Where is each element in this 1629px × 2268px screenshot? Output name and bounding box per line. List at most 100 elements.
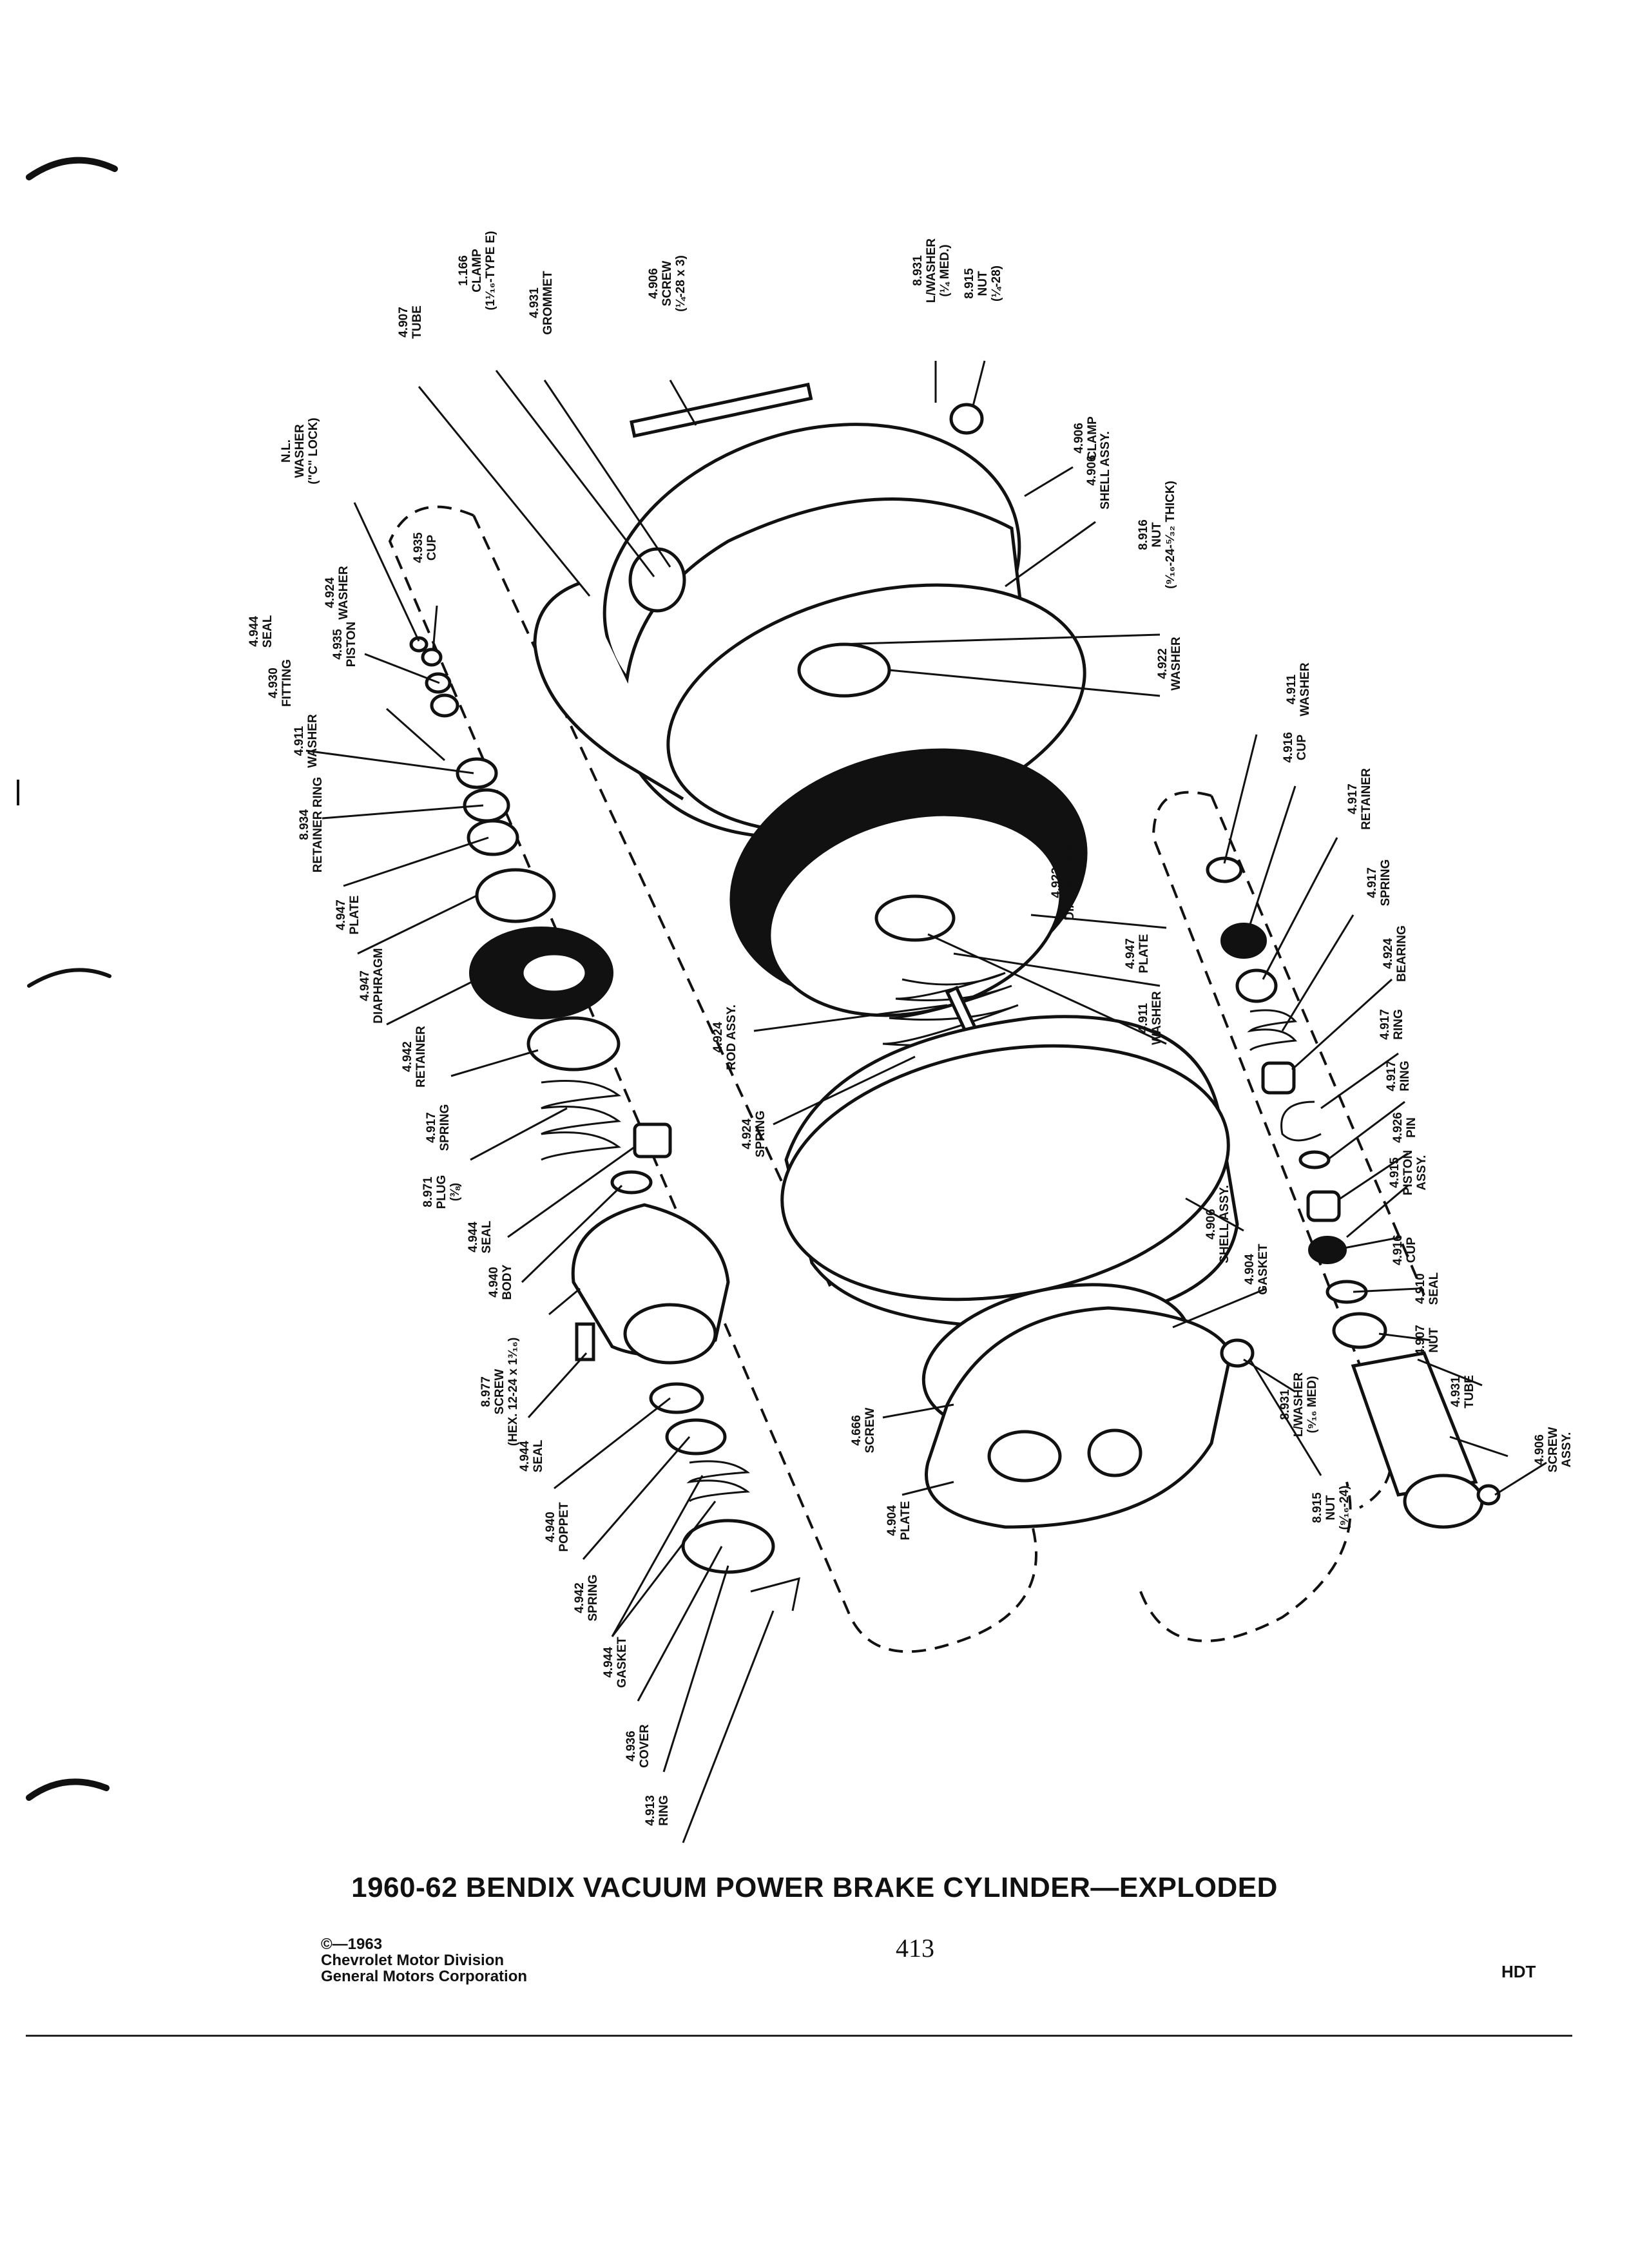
callout-text: 4.911 xyxy=(1137,1003,1150,1033)
callout-text: RETAINER xyxy=(414,1026,428,1088)
page-number: 413 xyxy=(896,1934,934,1963)
callout-text: (¼ MED.) xyxy=(938,244,952,296)
callout-text: DIAPHRAGM xyxy=(372,948,385,1023)
callout-text: WASHER xyxy=(1170,637,1183,691)
callout-text: GROMMET xyxy=(541,271,555,335)
callout-text: WASHER xyxy=(337,566,351,620)
callout-text: (HEX. 12-24 x 1³⁄₁₆) xyxy=(506,1338,520,1446)
callout-text: ROD ASSY. xyxy=(725,1004,738,1070)
callout-text: GASKET xyxy=(1257,1244,1270,1295)
callout-text: SPRING xyxy=(754,1111,767,1158)
callout-text: WASHER xyxy=(1298,662,1312,716)
callout-text: PLATE xyxy=(1137,934,1151,974)
callout-text: 4.917 xyxy=(425,1112,438,1143)
upper-shell-group xyxy=(533,382,1086,840)
callout-text: 4.936 xyxy=(624,1731,638,1762)
callout-text: PISTON xyxy=(1402,1150,1415,1195)
callout-text: 4.906 xyxy=(1204,1209,1218,1240)
callout-text: 4.922 xyxy=(1050,867,1063,898)
leader-lines xyxy=(305,360,1547,1843)
callout-text: 4.917 xyxy=(1385,1061,1398,1091)
callout-text: CUP xyxy=(1405,1237,1418,1263)
callout-text: SEAL xyxy=(480,1220,494,1253)
callout-text: 8.915 xyxy=(1311,1492,1324,1523)
washer-4922-shape xyxy=(797,642,891,698)
callout-text: 4.930 xyxy=(267,668,280,698)
left-valve-stack xyxy=(409,636,800,1611)
copyright-line: Chevrolet Motor Division xyxy=(321,1952,505,1969)
callout-text: SCREW xyxy=(1547,1427,1560,1473)
callout-text: 4.916 xyxy=(1391,1235,1405,1265)
callout-text: NUT xyxy=(1324,1495,1338,1520)
callout-text: 8.931 xyxy=(911,255,925,286)
callout-text: ASSY. xyxy=(1415,1155,1429,1191)
callout-text: 1.166 xyxy=(457,255,470,286)
callout-text: SHELL ASSY. xyxy=(1218,1185,1231,1263)
callout-text: 4.924 xyxy=(1382,938,1395,969)
callout-text: 4.911 xyxy=(1285,674,1298,704)
callout-text: CLAMP xyxy=(1086,416,1099,460)
callout-text: PLUG xyxy=(435,1175,448,1209)
callout-text: BEARING xyxy=(1395,925,1409,982)
callout-text: L/WASHER xyxy=(1292,1372,1306,1437)
binder-mark-bottom xyxy=(26,1778,110,1801)
callout-text: 4.944 xyxy=(602,1647,615,1678)
callout-text: 4.906 xyxy=(647,268,660,299)
callout-text: SCREW xyxy=(863,1408,877,1454)
callout-text: 4.906 xyxy=(1533,1434,1547,1465)
callout-text: ("C" LOCK) xyxy=(307,418,320,485)
callout-text: CUP xyxy=(1295,735,1309,760)
callout-text: WASHER xyxy=(306,714,320,768)
spring-4924-shape xyxy=(882,972,1019,1046)
callout-text: 4.922 xyxy=(1156,648,1170,679)
callout-text: 4.924 xyxy=(323,577,337,608)
callout-text: 8.934 xyxy=(298,809,311,840)
figure-caption: 1960-62 BENDIX VACUUM POWER BRAKE CYLIND… xyxy=(351,1872,1278,1903)
callout-text: 4.947 xyxy=(1124,938,1137,969)
callout-text: (¼-28 x 3) xyxy=(674,255,688,312)
callout-text: 4.906 xyxy=(1085,455,1099,486)
callout-text: RETAINER xyxy=(1360,768,1373,830)
callout-text: 4.940 xyxy=(544,1512,557,1542)
callout-text: 8.977 xyxy=(479,1376,493,1407)
callout-text: PIN xyxy=(1405,1117,1418,1138)
callout-text: DIAPHRAGM xyxy=(1063,845,1077,920)
callout-text: 4.907 xyxy=(1414,1325,1427,1356)
callout-text: ASSY. xyxy=(1560,1432,1574,1468)
callout-text: SCREW xyxy=(493,1369,506,1415)
copyright-line: ©—1963 xyxy=(321,1936,383,1953)
callout-text: TUBE xyxy=(1463,1375,1476,1408)
callout-text: SPRING xyxy=(1379,860,1393,907)
callout-text: SCREW xyxy=(660,261,674,307)
